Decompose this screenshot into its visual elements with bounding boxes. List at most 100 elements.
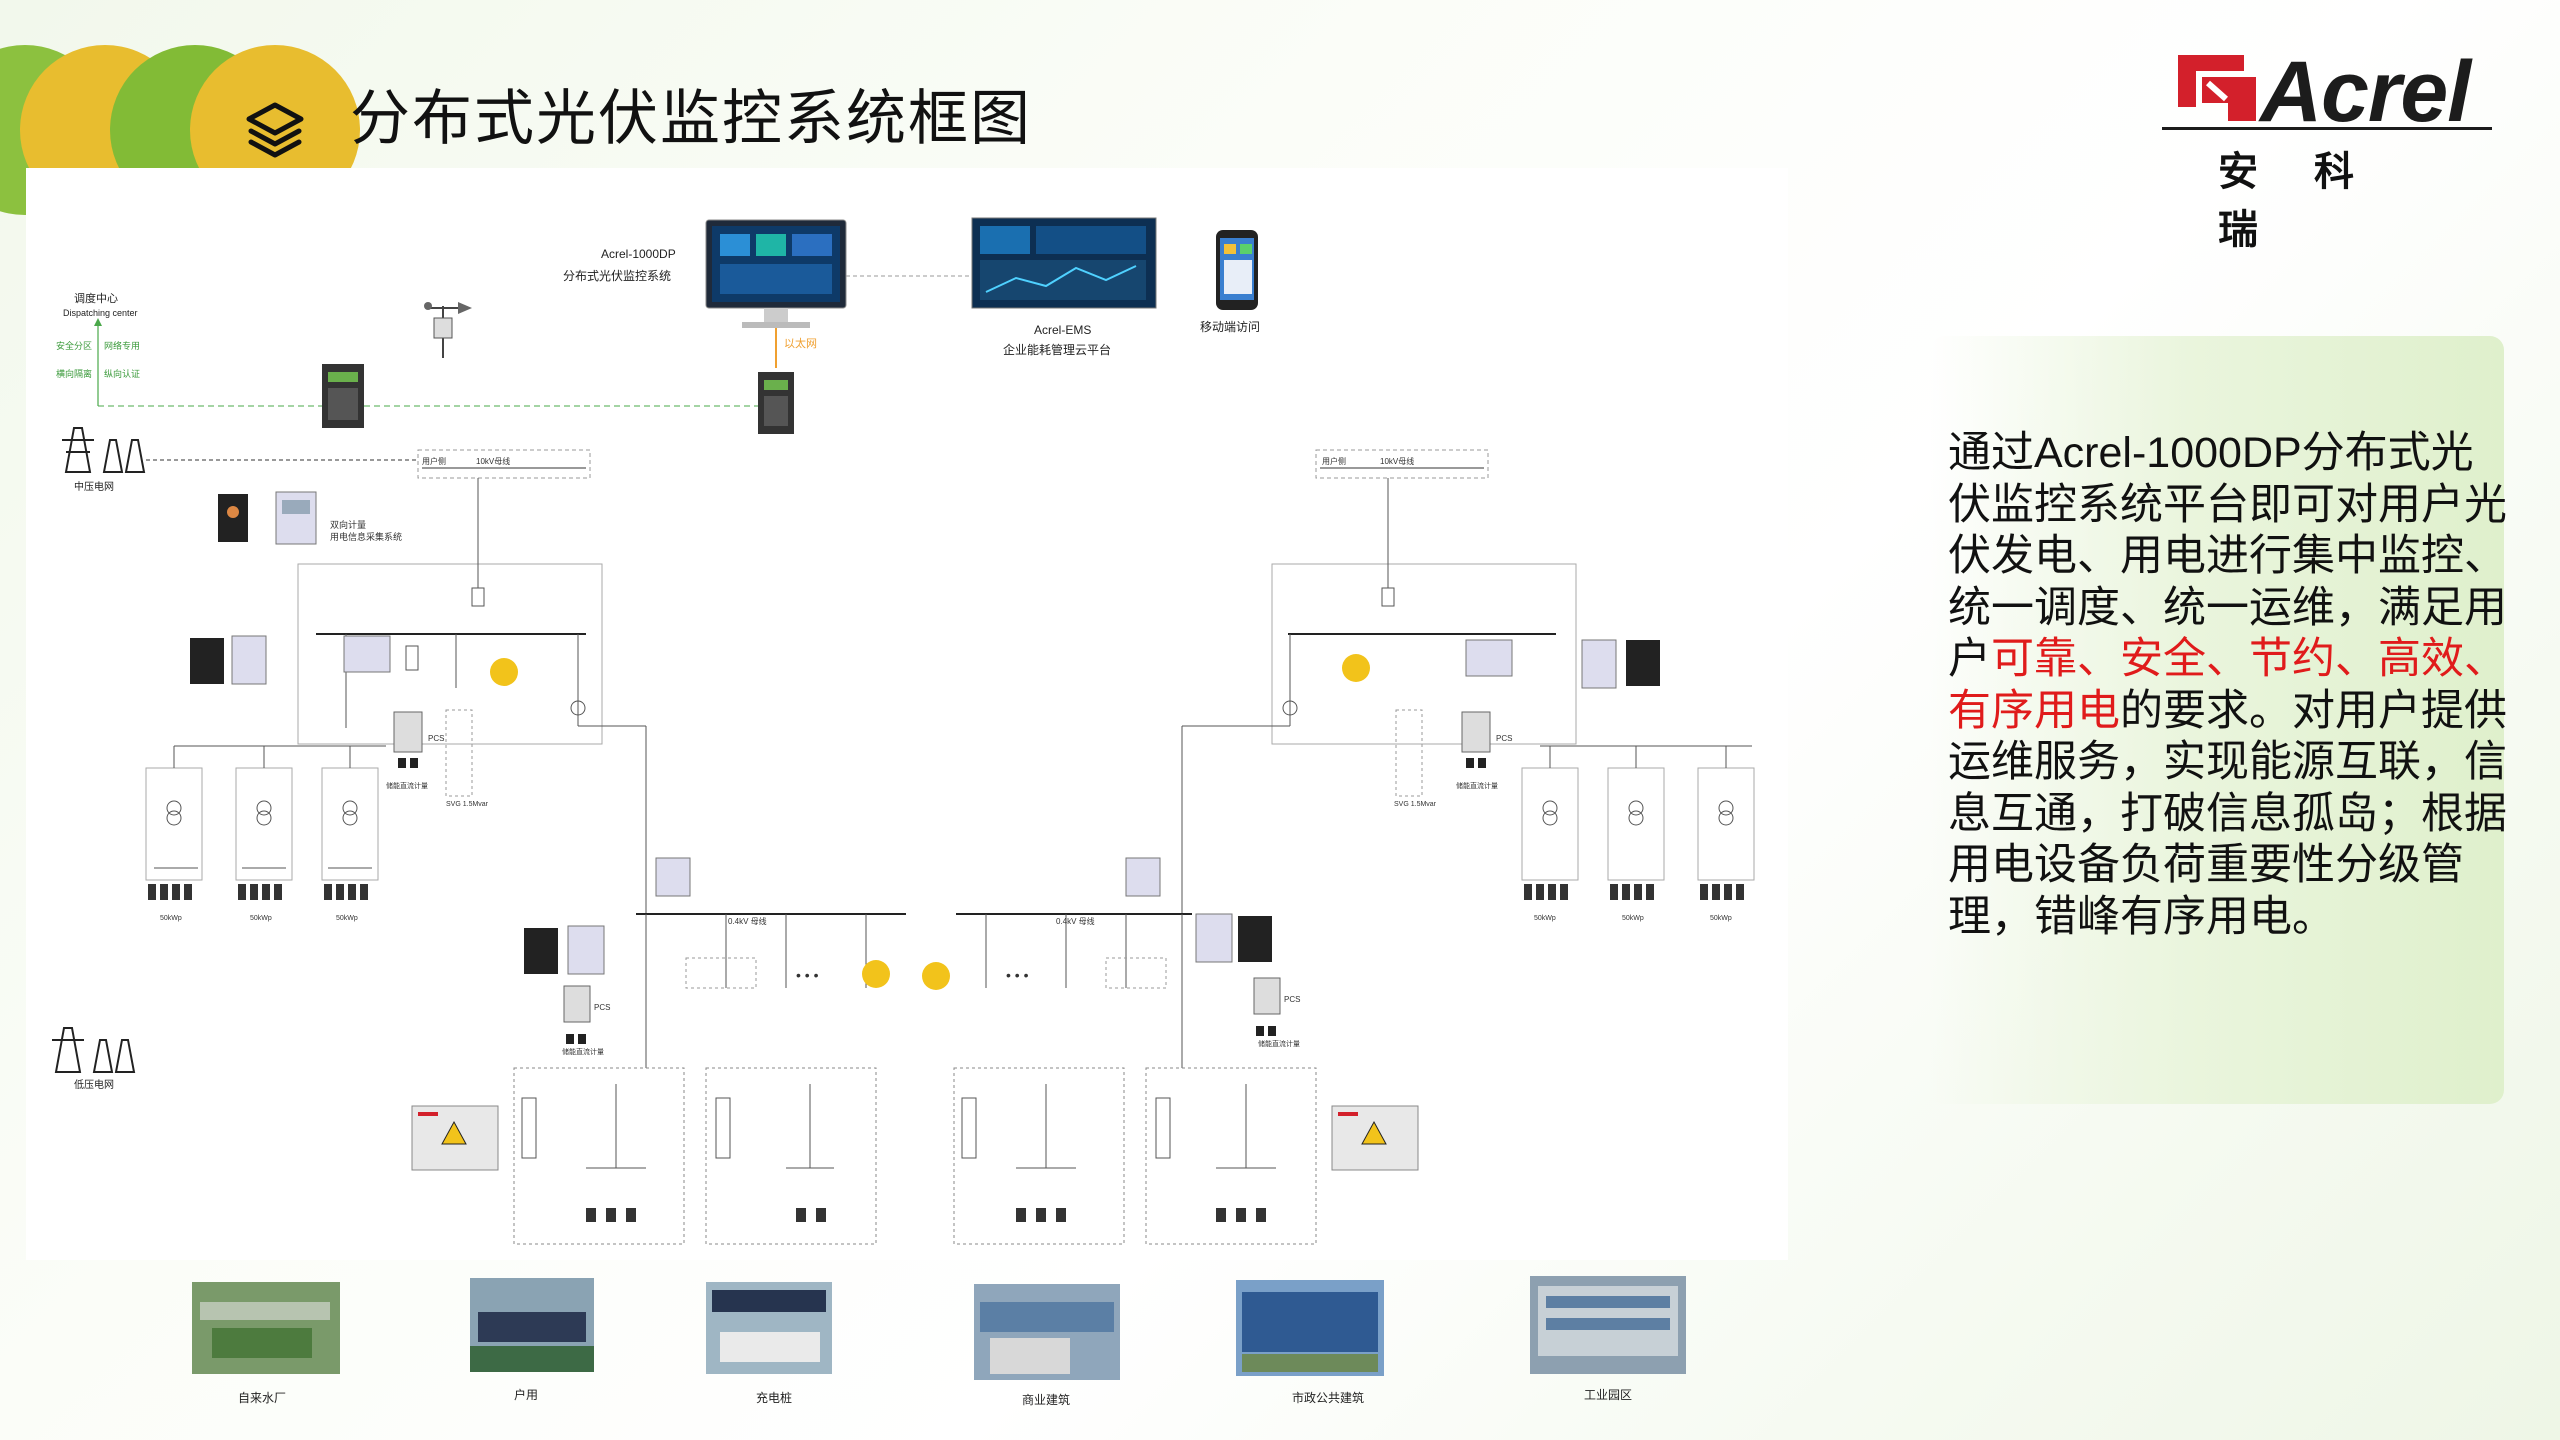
logo-wordmark: Acrel [2260,44,2471,140]
inverter-kw-label-right-3: 50kWp [1710,915,1732,922]
meter-lv-right [1125,857,1161,897]
mobile-label: 移动端访问 [1200,320,1260,334]
system-diagram-svg: Acrel-1000DP 分布式光伏监控系统 Acrel-EMS 企业能耗管理云… [52,217,1755,1245]
energy-meter-right [1465,639,1513,677]
lv-bus-right [956,886,1192,1068]
user-side-label-left: 用户侧 [422,456,446,466]
description-part1: 通过Acrel-1000DP分布式光伏监控系统平台即可对用户光伏发电、用电进行集… [1948,429,2507,683]
pcs-lv-left [563,985,591,1044]
user-side-box-right [1315,449,1489,479]
photo-water-plant [192,1282,340,1374]
acrel-logo-mark-icon [2178,55,2256,121]
pcs-label-left: PCS [428,734,444,743]
relay-pair-right [1581,639,1660,689]
dispatch-center-cn: 调度中心 [74,291,118,305]
right-substation [1181,478,1577,886]
inverter-lv-right [922,962,950,990]
pcs-lv-label-right: PCS [1284,995,1300,1004]
caption-industrial: 工业园区 [1584,1388,1632,1402]
photo-municipal-building [1236,1280,1384,1376]
ellipsis-left: • • • [796,967,819,983]
ems-desc: 企业能耗管理云平台 [1003,342,1111,357]
svg-label-left: SVG 1.5Mvar [446,801,489,808]
user-side-label-right: 用户侧 [1322,456,1346,466]
combiner-box-left [411,1105,499,1171]
gateway-device-right [758,372,794,434]
bus-10kv-label-right: 10kV母线 [1380,456,1414,466]
pcs-storage-left [393,711,423,768]
logo-chinese-name: 安科瑞 [2218,150,2410,252]
lv-grid-tower-icon [52,1027,136,1073]
caption-household: 户用 [514,1387,538,1402]
pcs-lv-right [1253,977,1281,1036]
inverter-kw-label-right-1: 50kWp [1534,915,1556,922]
description-part2: 的要求。对用户提供运维服务，实现能源互联，信息互通，打破信息孤岛；根据用电设备负… [1948,686,2507,941]
photo-charging-pile [706,1282,832,1374]
horizontal-isolation-label: 横向隔离 [56,368,92,379]
layers-icon [246,102,304,158]
photo-industrial-park [1530,1276,1686,1374]
relays-lv-right [1195,913,1272,963]
dispatch-center-en: Dispatching center [63,308,138,318]
distribution-pv-strings [586,1208,1266,1222]
lv-bus-left [636,886,906,1068]
protection-relay-device [218,491,317,545]
inverter-icon-left [490,658,518,686]
inverter-icon-right [1342,654,1370,682]
meter-lv-left [655,857,691,897]
distribution-panel-details [521,1084,1276,1169]
acrel-logo: Acrel 安科瑞 [2158,44,2492,252]
ems-name: Acrel-EMS [1034,323,1091,337]
inverter-kw-label-left-3: 50kWp [336,915,358,922]
mobile-phone-icon [1216,230,1258,310]
storage-lv-label-right: 储能直流计量 [1258,1039,1300,1048]
pcs-storage-right [1461,711,1491,768]
caption-water-plant: 自来水厂 [238,1391,286,1405]
mv-grid-tower-icon [62,427,146,473]
distribution-panels [513,1067,1317,1245]
breaker-left [405,645,419,671]
storage-lv-label-left: 储能直流计量 [562,1047,604,1056]
system-diagram: Acrel-1000DP 分布式光伏监控系统 Acrel-EMS 企业能耗管理云… [26,168,1788,1260]
platform-monitor-icon [705,219,847,328]
user-side-box-left [417,449,591,479]
inverter-lv-left [862,960,890,988]
pcs-label-right: PCS [1496,734,1512,743]
vertical-auth-label: 纵向认证 [104,368,140,379]
ems-screen-icon [971,217,1157,309]
logo-underline [2162,127,2492,130]
mv-grid-label: 中压电网 [74,480,114,493]
weather-station-icon [424,302,472,358]
energy-meter-left [343,635,391,673]
application-scenarios: 自来水厂 户用 充电桩 商业建筑 市政公共建筑 工业园区 [192,1276,1686,1407]
photo-commercial-building [974,1284,1120,1380]
bus-10kv-label-left: 10kV母线 [476,456,510,466]
caption-commercial: 商业建筑 [1022,1392,1070,1407]
caption-municipal: 市政公共建筑 [1292,1390,1364,1405]
inverter-kw-label-left-2: 50kWp [250,915,272,922]
relay-pair-left [190,635,267,685]
photo-household [470,1278,594,1372]
left-substation [297,478,647,886]
left-feeders [145,745,386,881]
description-highlight: 可靠、安全、节约、高效、有序用电 [1948,635,2507,735]
caption-charging-pile: 充电桩 [756,1390,792,1405]
security-zone-label: 安全分区 [56,340,92,351]
gateway-device-left [322,364,364,428]
page-title: 分布式光伏监控系统框图 [350,85,1032,152]
svg-branch-right [1395,709,1423,797]
platform-name: Acrel-1000DP [601,247,676,261]
dedicated-network-label: 网络专用 [104,340,140,351]
svg-label-right: SVG 1.5Mvar [1394,801,1437,808]
inverter-kw-label-left-1: 50kWp [160,915,182,922]
ethernet-label: 以太网 [784,337,817,350]
lv-bus-label-left: 0.4kV 母线 [728,916,767,926]
metering-label: 双向计量 [330,519,366,530]
pcs-lv-label-left: PCS [594,1003,610,1012]
ellipsis-right: • • • [1006,967,1029,983]
combiner-box-right [1331,1105,1419,1171]
platform-desc: 分布式光伏监控系统 [563,269,671,283]
relays-lv-left [524,925,605,975]
pv-array-left [148,884,368,900]
inverter-kw-label-right-2: 50kWp [1622,915,1644,922]
